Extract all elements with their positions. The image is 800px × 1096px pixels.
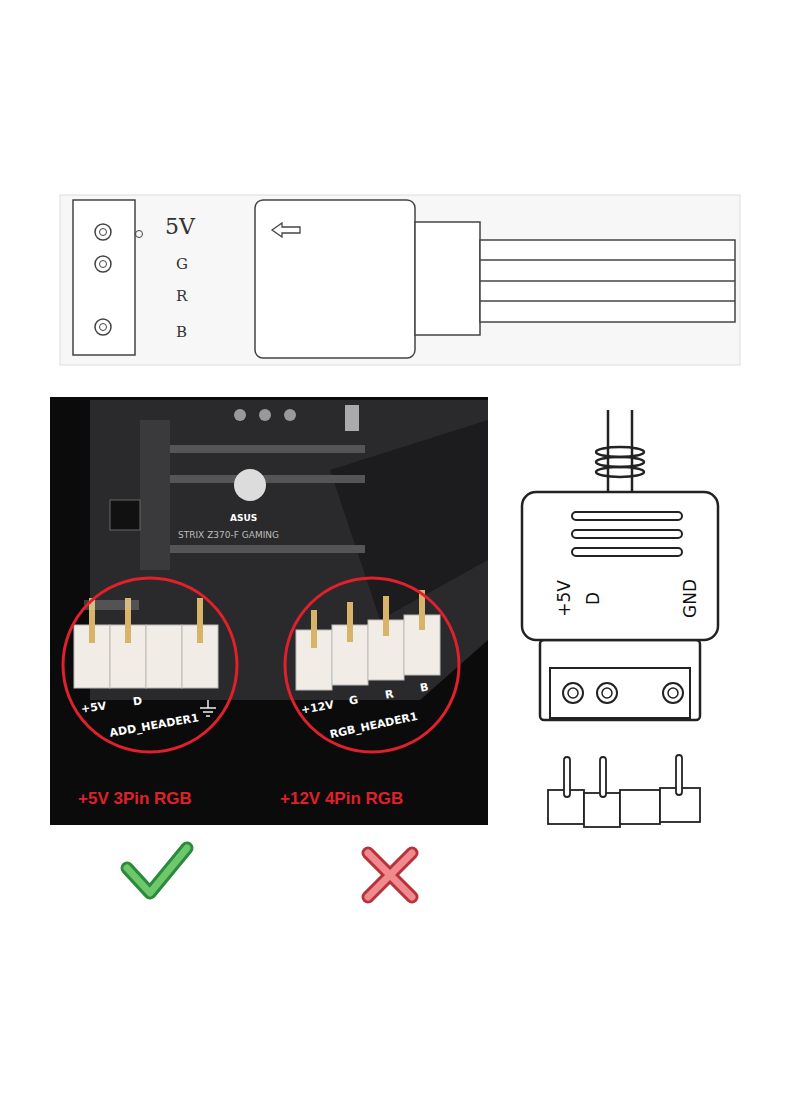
brand-text: ASUS (230, 514, 257, 523)
pin-label: GND (681, 579, 698, 618)
pin-label: G (349, 694, 360, 706)
pin-label: R (176, 289, 187, 304)
pin-label: RGB_HEADER1 (329, 710, 419, 739)
rgb-connector: +5V D GND (520, 490, 720, 642)
zoom-circle: +5V D ADD_HEADER1 (60, 575, 240, 755)
pin-label: G (176, 257, 188, 272)
pin-label: ADD_HEADER1 (109, 712, 200, 739)
pin-label: 5V (165, 216, 195, 238)
pin-label: R (384, 688, 394, 700)
pin-label: +12V (301, 699, 335, 716)
pin-label: +5V (555, 580, 572, 617)
pin-label: B (419, 681, 429, 693)
node-outline (520, 490, 720, 642)
zoom-circle: +12V G R B RGB_HEADER1 (282, 575, 462, 755)
board-model: STRIX Z370-F GAMING (178, 531, 279, 540)
pin-label: D (586, 591, 603, 604)
header-caption: +12V 4Pin RGB (280, 790, 403, 807)
header-caption: +5V 3Pin RGB (78, 790, 192, 807)
pin-label: B (176, 325, 187, 340)
pin-label: +5V (81, 700, 108, 714)
pin-label: D (133, 695, 144, 707)
